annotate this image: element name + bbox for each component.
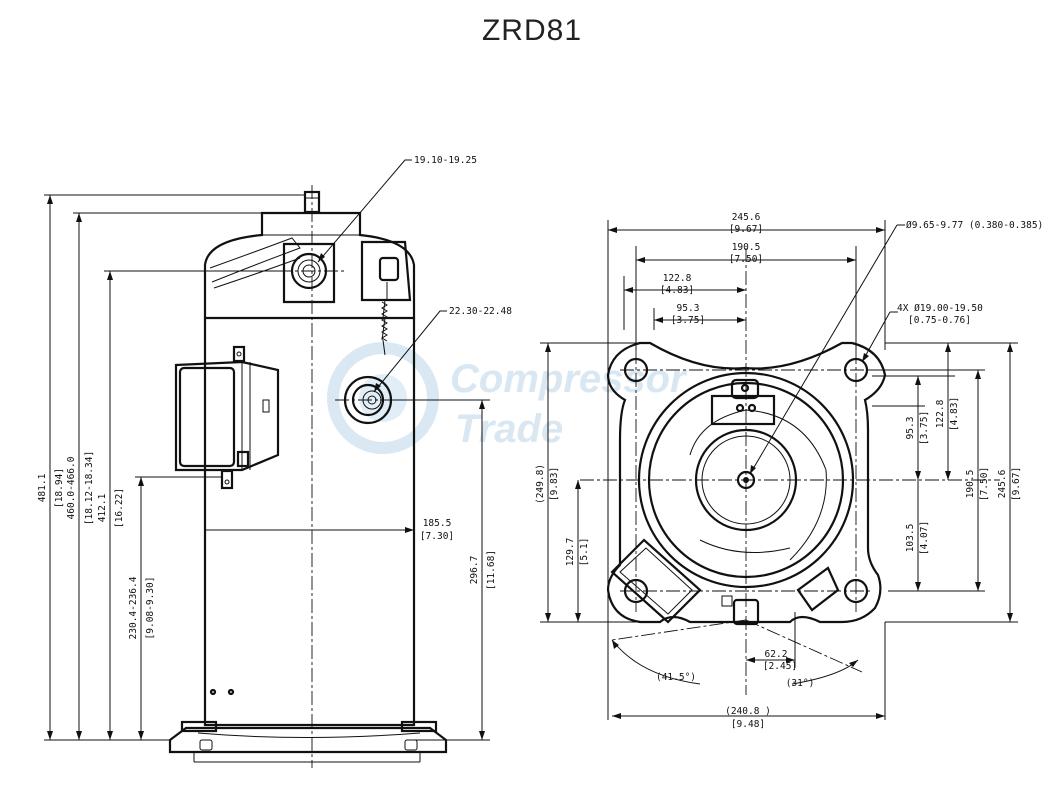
watermark-line1: Compressor	[450, 357, 688, 401]
height-total-mm: 481.1	[37, 473, 48, 502]
angle-left: (41.5°)	[656, 672, 696, 683]
side-view	[44, 159, 490, 768]
height-range-mm: 460.0-466.0	[66, 456, 77, 519]
offset-side-in: [7.30]	[420, 531, 454, 542]
w-half-in: [3.75]	[671, 315, 705, 326]
w-left-mm: 122.8	[663, 273, 692, 284]
height-discharge-in: [11.68]	[486, 550, 497, 590]
h-top-in: [4.83]	[949, 397, 960, 431]
mount-holes-mm: 4X Ø19.00-19.50	[897, 303, 983, 314]
h-overall-in: [9.67]	[1011, 467, 1022, 501]
height-suction-in: [16.22]	[114, 488, 125, 528]
w-bottom-mm: (240.8 )	[725, 706, 771, 717]
h-left-in: [9.83]	[549, 467, 560, 501]
h-half-in: [3.75]	[919, 411, 930, 445]
h-top-mm: 122.8	[935, 399, 946, 428]
side-view-labels: 19.10-19.25 22.30-22.48 481.1 [18.94] 46…	[37, 155, 512, 639]
h-bottom-in: [4.07]	[919, 521, 930, 555]
h-holes-mm: 190.5	[965, 470, 976, 499]
height-range-in: [18.12-18.34]	[84, 451, 95, 525]
h-bottom-mm: 103.5	[905, 524, 916, 553]
h-left-mm: (249.8)	[535, 464, 546, 504]
h-holes-in: [7.50]	[979, 467, 990, 501]
height-box-mm: 230.4-236.4	[128, 576, 139, 639]
w-left-in: [4.83]	[660, 285, 694, 296]
w-box-in: [2.45]	[763, 661, 797, 672]
w-overall-mm: 245.6	[732, 212, 761, 223]
w-bottom-in: [9.48]	[731, 719, 765, 730]
w-holes-mm: 190.5	[732, 242, 761, 253]
h-half-mm: 95.3	[905, 417, 916, 440]
top-view	[540, 220, 1018, 720]
w-overall-in: [9.67]	[729, 224, 763, 235]
hole-dia-label: Ø9.65-9.77 (0.380-0.385)	[906, 220, 1043, 231]
fitting-top-label: 19.10-19.25	[414, 155, 477, 166]
h-lower-in: [5.1]	[579, 538, 590, 567]
h-lower-mm: 129.7	[565, 538, 576, 567]
offset-side-mm: 185.5	[423, 518, 452, 529]
fitting-side-label: 22.30-22.48	[449, 306, 512, 317]
w-half-mm: 95.3	[677, 303, 700, 314]
height-suction-mm: 412.1	[97, 493, 108, 522]
angle-right: (31°)	[786, 678, 815, 689]
height-total-in: [18.94]	[54, 468, 65, 508]
mount-holes-in: [0.75-0.76]	[908, 315, 971, 326]
top-view-labels: Ø9.65-9.77 (0.380-0.385) 4X Ø19.00-19.50…	[535, 212, 1043, 730]
w-holes-in: [7.50]	[729, 254, 763, 265]
height-box-in: [9.08-9.30]	[145, 577, 156, 640]
h-overall-mm: 245.6	[997, 469, 1008, 498]
height-discharge-mm: 296.7	[469, 556, 480, 585]
watermark-line2: Trade	[455, 407, 563, 451]
w-box-mm: 62.2	[765, 649, 788, 660]
drawing-title: ZRD81	[481, 14, 583, 47]
